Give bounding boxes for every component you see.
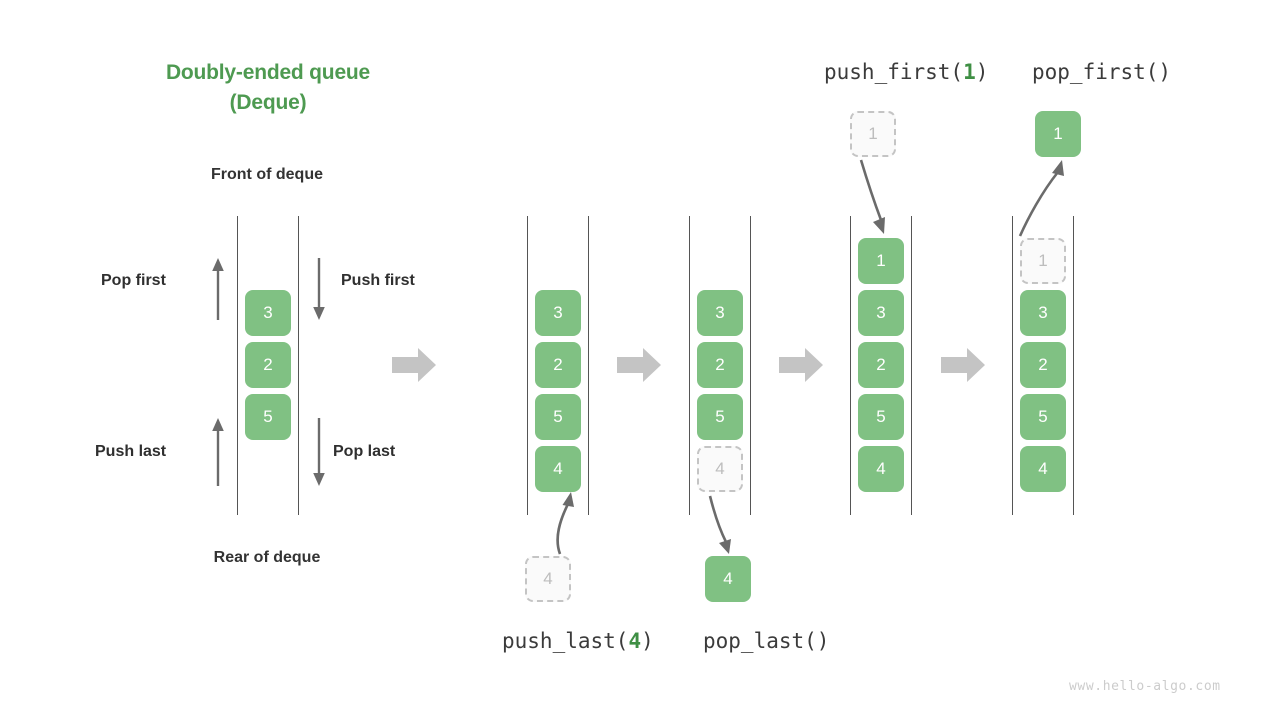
deque-rail-left-p4 xyxy=(850,216,852,515)
deque-element: 2 xyxy=(535,342,581,388)
deque-rail-right-p1 xyxy=(298,216,300,515)
deque-element: 3 xyxy=(1020,290,1066,336)
push-last-code-arg: 4 xyxy=(628,629,642,653)
push-last-motion-arrow-icon xyxy=(556,492,574,555)
pop-last-label: Pop last xyxy=(333,443,396,460)
deque-rail-right-p5 xyxy=(1073,216,1075,515)
pop-first-motion-arrow-icon xyxy=(1018,160,1064,237)
deque-element: 2 xyxy=(697,342,743,388)
deque-element: 3 xyxy=(697,290,743,336)
deque-element: 5 xyxy=(858,394,904,440)
removed-element-ghost: 4 xyxy=(697,446,743,492)
deque-rail-left-p1 xyxy=(237,216,239,515)
push-first-arrow-icon xyxy=(313,258,325,320)
push-last-code-label: push_last(4) xyxy=(502,629,654,653)
push-last-code-prefix: push_last( xyxy=(502,629,629,653)
pop-last-motion-arrow-icon xyxy=(708,495,731,554)
push-first-motion-arrow-icon xyxy=(859,159,885,234)
deque-element: 3 xyxy=(858,290,904,336)
incoming-element-ghost: 4 xyxy=(525,556,571,602)
pop-first-code-label: pop_first() xyxy=(1032,60,1172,84)
deque-element: 3 xyxy=(245,290,291,336)
watermark: www.hello-algo.com xyxy=(1069,679,1221,694)
deque-element: 4 xyxy=(1020,446,1066,492)
pop-last-arrow-icon xyxy=(313,418,325,486)
flow-arrow-icon xyxy=(392,348,436,382)
title-line-1: Doubly-ended queue xyxy=(165,61,371,84)
deque-rail-right-p3 xyxy=(750,216,752,515)
deque-element: 2 xyxy=(1020,342,1066,388)
deque-element: 3 xyxy=(535,290,581,336)
deque-rail-left-p5 xyxy=(1012,216,1014,515)
deque-element: 2 xyxy=(245,342,291,388)
deque-rail-left-p3 xyxy=(689,216,691,515)
pop-last-code-label: pop_last() xyxy=(703,629,830,653)
push-first-code-prefix: push_first( xyxy=(824,60,964,84)
push-first-label: Push first xyxy=(341,272,415,289)
pop-first-label: Pop first xyxy=(101,272,166,289)
deque-element: 5 xyxy=(1020,394,1066,440)
page-title: Doubly-ended queue (Deque) xyxy=(143,58,393,118)
front-of-deque-label: Front of deque xyxy=(211,166,323,183)
flow-arrow-icon xyxy=(617,348,661,382)
deque-element: 1 xyxy=(858,238,904,284)
deque-rail-right-p4 xyxy=(911,216,913,515)
title-line-2: (Deque) xyxy=(229,90,307,114)
push-first-code-suffix: ) xyxy=(975,60,989,84)
deque-element: 5 xyxy=(535,394,581,440)
outgoing-element: 4 xyxy=(705,556,751,602)
deque-element: 5 xyxy=(697,394,743,440)
push-last-arrow-icon xyxy=(212,418,224,486)
flow-arrow-icon xyxy=(941,348,985,382)
push-last-code-suffix: ) xyxy=(641,629,654,653)
deque-element: 5 xyxy=(245,394,291,440)
pop-first-arrow-icon xyxy=(212,258,224,320)
outgoing-element: 1 xyxy=(1035,111,1081,157)
push-last-label: Push last xyxy=(95,443,167,460)
push-first-code-arg: 1 xyxy=(963,60,976,84)
deque-rail-right-p2 xyxy=(588,216,590,515)
rear-of-deque-label: Rear of deque xyxy=(213,549,321,566)
incoming-element-ghost: 1 xyxy=(850,111,896,157)
deque-element: 2 xyxy=(858,342,904,388)
flow-arrow-icon xyxy=(779,348,823,382)
deque-element: 4 xyxy=(535,446,581,492)
deque-rail-left-p2 xyxy=(527,216,529,515)
deque-element: 4 xyxy=(858,446,904,492)
removed-element-ghost: 1 xyxy=(1020,238,1066,284)
push-first-code-label: push_first(1) xyxy=(824,60,988,84)
